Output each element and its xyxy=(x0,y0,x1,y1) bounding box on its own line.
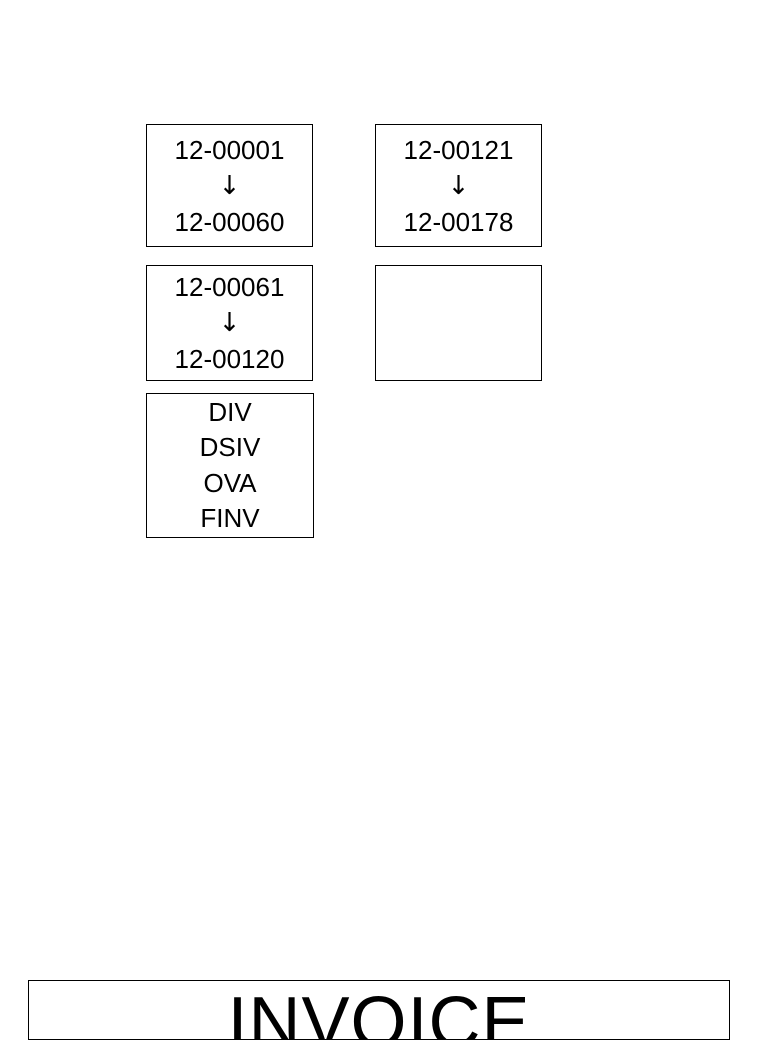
range-start: 12-00061 xyxy=(174,272,285,302)
invoice-banner: INVOICE xyxy=(28,980,730,1040)
range-start: 12-00121 xyxy=(403,134,514,165)
down-arrow-icon: ↓ xyxy=(218,308,241,338)
code-item: DSIV xyxy=(199,432,261,462)
range-start: 12-00001 xyxy=(174,134,285,165)
code-item: FINV xyxy=(200,503,260,533)
range-end: 12-00120 xyxy=(174,344,285,374)
range-end: 12-00060 xyxy=(174,206,285,237)
range-box-1: 12-00001 ↓ 12-00060 xyxy=(146,124,313,247)
code-list-box: DIV DSIV OVA FINV xyxy=(146,393,314,538)
range-box-3: 12-00061 ↓ 12-00120 xyxy=(146,265,313,381)
down-arrow-icon: ↓ xyxy=(218,170,241,201)
empty-box xyxy=(375,265,542,381)
range-box-2: 12-00121 ↓ 12-00178 xyxy=(375,124,542,247)
range-end: 12-00178 xyxy=(403,206,514,237)
down-arrow-icon: ↓ xyxy=(447,170,470,201)
code-item: DIV xyxy=(208,396,252,427)
code-item: OVA xyxy=(203,467,257,498)
invoice-title: INVOICE xyxy=(227,983,531,1040)
